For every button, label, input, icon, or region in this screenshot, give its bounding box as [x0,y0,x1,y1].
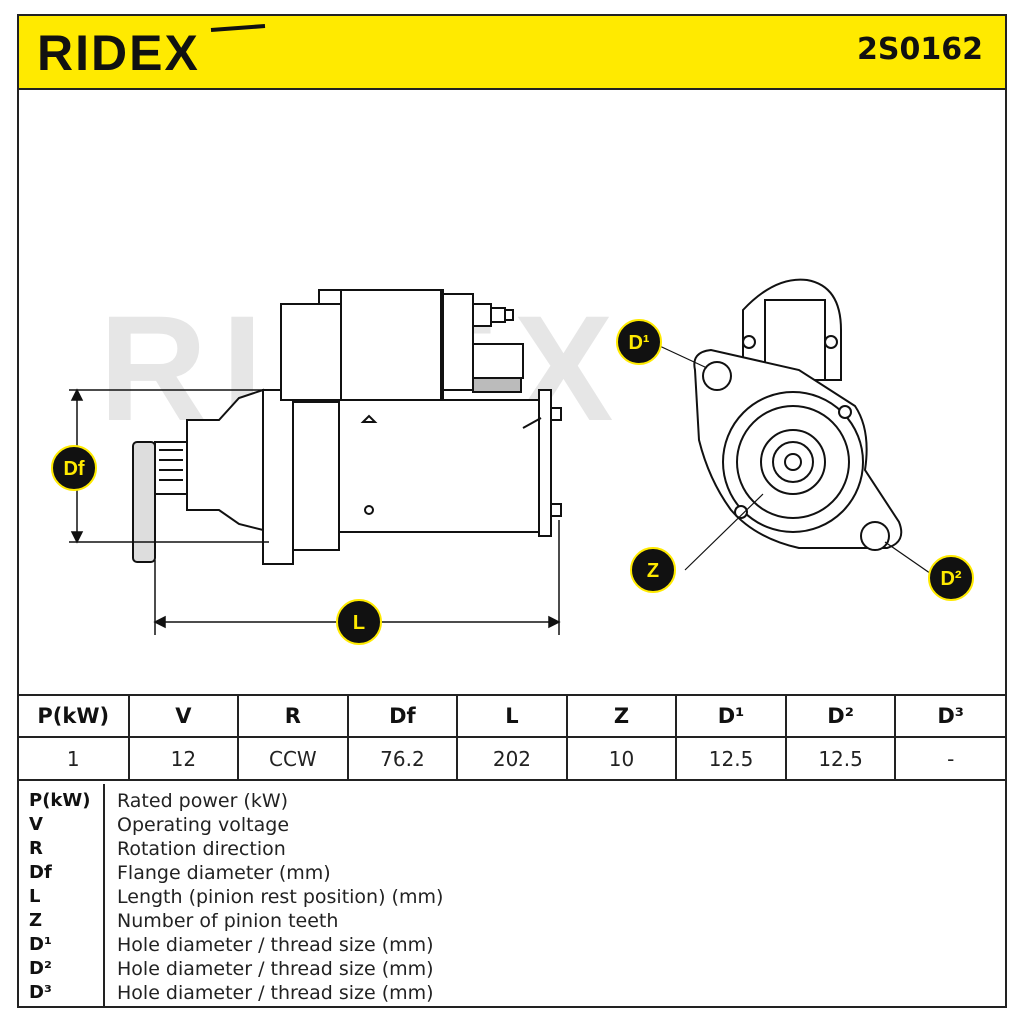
legend-desc: Hole diameter / thread size (mm) [117,982,434,1004]
legend-divider [103,784,105,1006]
callout-z: Z [630,547,676,593]
spec-value-voltage: 12 [127,736,240,781]
legend-key: D¹ [29,934,52,955]
legend-row: D³ Hole diameter / thread size (mm) [19,982,1005,1006]
spec-value-row: 1 12 CCW 76.2 202 10 12.5 12.5 - [19,736,1005,781]
starter-front-view [693,278,903,551]
legend-key: R [29,838,43,859]
callout-d2-label: D² [940,568,961,590]
spec-value-teeth: 10 [565,736,678,781]
spec-header-row: P(kW) V R Df L Z D¹ D² D³ [19,694,1005,738]
ridex-logo: RIDEX [33,24,273,84]
legend-row: L Length (pinion rest position) (mm) [19,886,1005,910]
legend-desc: Rotation direction [117,838,286,860]
callout-l: L [336,599,382,645]
callout-l-label: L [353,612,365,634]
spec-value-length: 202 [456,736,568,781]
spec-value-d2: 12.5 [784,736,897,781]
legend-row: D² Hole diameter / thread size (mm) [19,958,1005,982]
legend-key: P(kW) [29,790,91,811]
legend-desc: Number of pinion teeth [117,910,339,932]
callout-df-label: Df [63,458,84,480]
legend: P(kW) Rated power (kW) V Operating volta… [19,784,1005,1006]
spec-header-rotation: R [237,694,349,738]
legend-row: R Rotation direction [19,838,1005,862]
logo-text: RIDEX [37,25,200,80]
callout-d1-label: D¹ [628,332,649,354]
starter-side-view [132,289,562,565]
spec-header-d2: D² [784,694,897,738]
legend-key: Df [29,862,52,883]
technical-drawing: RIDEX [19,90,1005,694]
legend-row: D¹ Hole diameter / thread size (mm) [19,934,1005,958]
spec-value-rotation: CCW [237,736,349,781]
spec-value-power: 1 [19,736,130,781]
spec-value-d3: - [894,736,1005,781]
legend-key: L [29,886,41,907]
spec-header-voltage: V [127,694,240,738]
legend-desc: Hole diameter / thread size (mm) [117,958,434,980]
legend-desc: Operating voltage [117,814,290,836]
callout-df: Df [51,445,97,491]
spec-header-power: P(kW) [19,694,130,738]
spec-header-flange: Df [346,694,459,738]
header-bar: RIDEX 2S0162 [19,16,1005,90]
callout-d1: D¹ [616,319,662,365]
spec-value-d1: 12.5 [675,736,787,781]
callout-d2: D² [928,555,974,601]
spec-value-flange: 76.2 [346,736,459,781]
spec-table: P(kW) V R Df L Z D¹ D² D³ 1 12 CCW 76.2 … [19,694,1005,781]
product-sheet: RIDEX 2S0162 RIDEX [17,14,1007,1008]
legend-key: Z [29,910,43,931]
legend-desc: Rated power (kW) [117,790,289,812]
spec-header-d3: D³ [894,694,1005,738]
legend-desc: Hole diameter / thread size (mm) [117,934,434,956]
legend-row: V Operating voltage [19,814,1005,838]
legend-row: Df Flange diameter (mm) [19,862,1005,886]
legend-desc: Length (pinion rest position) (mm) [117,886,444,908]
legend-desc: Flange diameter (mm) [117,862,331,884]
legend-key: V [29,814,43,835]
legend-key: D² [29,958,52,979]
legend-row: Z Number of pinion teeth [19,910,1005,934]
spec-header-teeth: Z [565,694,678,738]
spec-header-length: L [456,694,568,738]
callout-z-label: Z [647,560,659,582]
legend-row: P(kW) Rated power (kW) [19,790,1005,814]
spec-header-d1: D¹ [675,694,787,738]
part-number: 2S0162 [857,32,983,67]
legend-key: D³ [29,982,52,1003]
